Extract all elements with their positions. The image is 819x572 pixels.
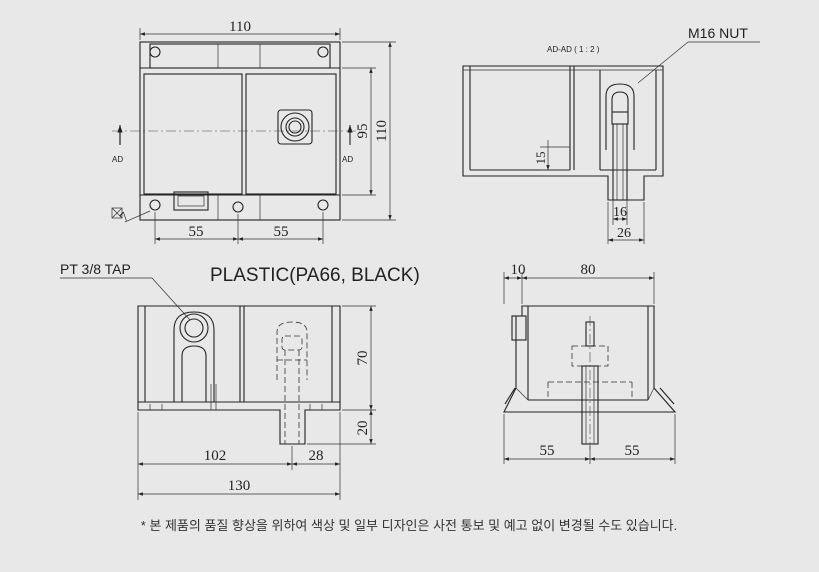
dim-top-left-55: 55 [189, 224, 204, 240]
section-mark-left: AD [112, 155, 123, 164]
dim-front-70: 70 [355, 351, 371, 366]
dim-inner-height: 95 [355, 124, 371, 139]
top-view: AD AD 110 110 95 7 55 55 [111, 19, 396, 244]
nut-label: M16 NUT [688, 25, 748, 41]
dim-section-15: 15 [533, 152, 548, 165]
front-view: PT 3/8 TAP PLASTIC(PA66, BLACK) 70 [60, 261, 420, 500]
dim-side-left-55: 55 [540, 443, 555, 459]
section-view: AD-AD ( 1 : 2 ) M16 NUT 15 16 [462, 25, 760, 244]
tap-label: PT 3/8 TAP [60, 261, 131, 277]
section-title: AD-AD ( 1 : 2 ) [547, 45, 600, 54]
material-label: PLASTIC(PA66, BLACK) [210, 265, 420, 286]
dim-top-height: 110 [374, 120, 390, 142]
dim-hole-diameter: 7 [117, 209, 133, 225]
dim-section-16: 16 [613, 205, 627, 220]
dim-front-20: 20 [355, 421, 371, 436]
side-view: 10 80 55 55 [503, 262, 677, 464]
dim-top-right-55: 55 [274, 224, 289, 240]
dim-top-width: 110 [229, 19, 251, 35]
dim-front-102: 102 [204, 448, 227, 464]
section-mark-right: AD [342, 155, 353, 164]
dim-side-80: 80 [581, 262, 596, 278]
dim-front-28: 28 [309, 448, 324, 464]
dim-front-130: 130 [228, 478, 251, 494]
footer-note: * 본 제품의 품질 향상을 위하여 색상 및 일부 디자인은 사전 통보 및 … [141, 518, 678, 533]
dim-section-26: 26 [617, 226, 631, 241]
dim-side-10: 10 [511, 262, 526, 278]
dim-side-right-55: 55 [625, 443, 640, 459]
